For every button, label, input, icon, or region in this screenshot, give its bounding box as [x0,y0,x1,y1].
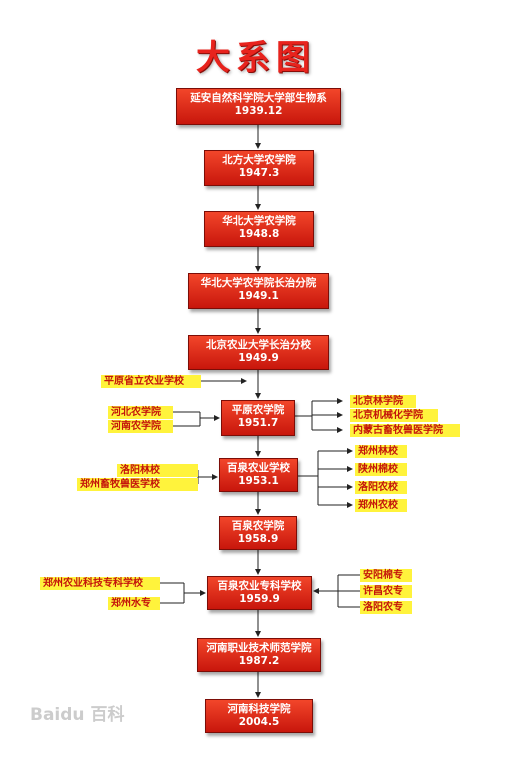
node-year: 1949.9 [238,352,279,364]
node-henan-keji: 河南科技学院 2004.5 [205,699,313,733]
tag-anyang-mian: 安阳棉专 [360,569,412,582]
tag-luoyang-nongxiao: 洛阳农校 [355,481,407,494]
tag-henan: 河南农学院 [108,420,173,433]
node-name: 北方大学农学院 [222,154,296,166]
node-year: 1948.8 [238,228,280,240]
node-name: 百泉农学院 [231,520,285,532]
node-yanan: 延安自然科学院大学部生物系 1939.12 [176,88,341,125]
node-baiquan-school: 百泉农业学校 1953.1 [219,458,298,492]
node-huabei-changzhi: 华北大学农学院长治分院 1949.1 [188,273,329,309]
node-year: 1959.9 [239,593,280,605]
node-baiquan-zhuanke: 百泉农业专科学校 1959.9 [207,576,312,610]
tag-shanzhou-mian: 陕州棉校 [355,463,407,476]
tag-zhengzhou-nongxiao: 郑州农校 [355,499,407,512]
node-beifang: 北方大学农学院 1947.3 [204,150,314,186]
node-pingyuan: 平原农学院 1951.7 [221,400,295,436]
node-name: 平原农学院 [231,404,285,416]
node-name: 河南科技学院 [227,703,291,715]
node-year: 1949.1 [238,290,279,302]
node-name: 北京农业大学长治分校 [206,339,311,351]
tag-zhengzhou-linxiao: 郑州林校 [355,445,407,458]
tag-beijing-jixie: 北京机械化学院 [350,409,438,422]
node-henan-zhiye: 河南职业技术师范学院 1987.2 [197,638,321,672]
tag-beijing-lin: 北京林学院 [350,395,416,408]
tag-neimenggu: 内蒙古畜牧兽医学院 [350,424,460,437]
tag-zhengzhou-xumu: 郑州畜牧兽医学校 [77,478,198,491]
node-year: 1951.7 [237,417,279,429]
tag-hebei: 河北农学院 [108,406,173,419]
node-year: 1958.9 [237,533,279,545]
node-name: 河南职业技术师范学院 [206,642,312,654]
node-year: 1987.2 [238,655,280,667]
node-name: 延安自然科学院大学部生物系 [190,92,327,104]
node-year: 2004.5 [238,716,280,728]
node-huabei: 华北大学农学院 1948.8 [204,211,314,247]
tag-xuchang: 许昌农专 [360,585,412,598]
tag-luoyang-nongzhuan: 洛阳农专 [360,601,412,614]
node-baiquan-college: 百泉农学院 1958.9 [219,516,297,550]
node-year: 1947.3 [238,167,280,179]
node-name: 华北大学农学院 [222,215,296,227]
node-year: 1953.1 [238,475,279,487]
node-year: 1939.12 [234,105,283,117]
node-beijing-changzhi: 北京农业大学长治分校 1949.9 [188,335,329,370]
diagram-title: 大系图 [196,38,316,78]
baidu-watermark: Baidu 百科 [30,705,125,725]
tag-pingyuan-provincial: 平原省立农业学校 [101,375,201,388]
tag-luoyang-lin: 洛阳林校 [117,464,198,477]
node-name: 华北大学农学院长治分院 [200,277,317,289]
node-name: 百泉农业专科学校 [217,580,302,592]
node-name: 百泉农业学校 [227,462,290,474]
tag-zhengzhou-keji: 郑州农业科技专科学校 [40,577,160,590]
tag-zhengzhou-shui: 郑州水专 [108,597,160,610]
